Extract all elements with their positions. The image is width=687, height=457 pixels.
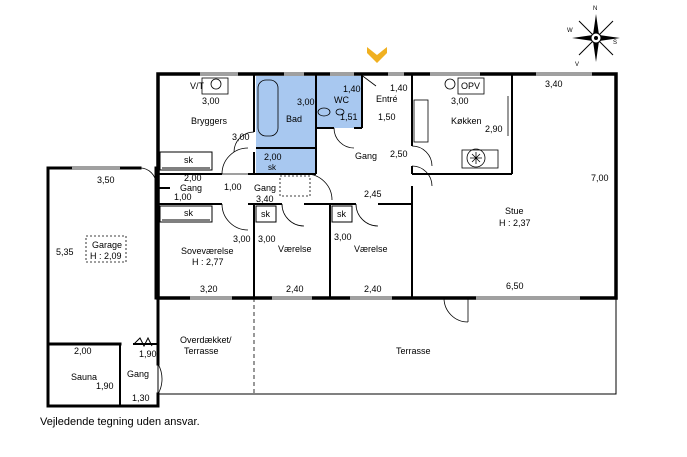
wardrobes bbox=[159, 151, 353, 223]
compass-n: N bbox=[593, 6, 597, 12]
bryggers-w: 3,00 bbox=[202, 96, 220, 106]
garage-w: 3,50 bbox=[97, 175, 115, 185]
stue-height: H : 2,37 bbox=[499, 218, 531, 228]
kokken-name: Køkken bbox=[451, 116, 482, 126]
wardrobe-bryggers: sk bbox=[184, 155, 194, 165]
wardrobe-v2: sk bbox=[337, 209, 347, 219]
sove-h: 3,00 bbox=[233, 234, 251, 244]
stue-w2: 6,50 bbox=[506, 281, 524, 291]
compass-w: W bbox=[567, 28, 573, 34]
wc-name: WC bbox=[334, 95, 349, 105]
terrasse-name: Terrasse bbox=[396, 346, 431, 356]
compass-v: V bbox=[575, 62, 579, 68]
entre-name: Entré bbox=[376, 94, 398, 104]
v2-name: Værelse bbox=[354, 244, 388, 254]
v1-h: 3,00 bbox=[258, 234, 276, 244]
sink-icon bbox=[210, 78, 222, 90]
overdaekket-name-1: Overdækket/ bbox=[180, 335, 232, 345]
gang-main-name: Gang bbox=[355, 151, 377, 161]
gang-sauna-w: 1,30 bbox=[132, 393, 150, 403]
wc-fill bbox=[316, 76, 362, 128]
gang-small-name: Gang bbox=[180, 183, 202, 193]
fixtures bbox=[85, 77, 509, 394]
gang-sauna-name: Gang bbox=[127, 369, 149, 379]
wc-sink-icon bbox=[335, 108, 345, 116]
overdaekket-name-2: Terrasse bbox=[184, 346, 219, 356]
entre-w: 1,40 bbox=[390, 83, 408, 93]
stove-icon bbox=[466, 148, 486, 168]
wardrobe-v1: sk bbox=[261, 209, 271, 219]
bryggers-h: 3,00 bbox=[232, 132, 250, 142]
sauna-h: 1,90 bbox=[96, 381, 114, 391]
v2-h: 3,00 bbox=[334, 232, 352, 242]
v1-w: 2,40 bbox=[286, 284, 304, 294]
kokken-opv: OPV bbox=[461, 81, 480, 91]
gang-main-h: 2,45 bbox=[364, 189, 382, 199]
gang-small-h: 1,00 bbox=[174, 192, 192, 202]
walls bbox=[46, 72, 618, 408]
compass-rose-icon: N S W V bbox=[567, 6, 620, 68]
wardrobe-sove: sk bbox=[184, 208, 194, 218]
sove-height: H : 2,77 bbox=[192, 257, 224, 267]
stue-h: 7,00 bbox=[591, 173, 609, 183]
disclaimer-text: Vejledende tegning uden ansvar. bbox=[40, 416, 200, 428]
entrance-marker-icon bbox=[367, 47, 387, 63]
kitchen-sink-icon bbox=[444, 78, 456, 90]
garage-name: Garage bbox=[92, 240, 122, 250]
garage-height: H : 2,09 bbox=[90, 251, 122, 261]
labels: V/T 3,00 Bryggers 3,00 sk 3,00 Bad 2,00 … bbox=[56, 79, 609, 403]
gang-small-w: 2,00 bbox=[184, 173, 202, 183]
bad-name: Bad bbox=[286, 114, 302, 124]
sauna-w: 2,00 bbox=[74, 346, 92, 356]
windows bbox=[72, 72, 592, 300]
v2-w: 2,40 bbox=[364, 284, 382, 294]
wc-w: 1,40 bbox=[343, 84, 361, 94]
gang-sauna-h: 1,90 bbox=[139, 349, 157, 359]
door-swings bbox=[139, 73, 469, 395]
v1-name: Værelse bbox=[278, 244, 312, 254]
wc-toilet-icon bbox=[317, 107, 331, 117]
sove-name: Soveværelse bbox=[181, 246, 234, 256]
sove-w: 3,20 bbox=[200, 284, 218, 294]
bryggers-name: Bryggers bbox=[191, 116, 228, 126]
compass-s: S bbox=[613, 40, 617, 46]
kokken-w: 3,00 bbox=[451, 96, 469, 106]
gang-main-w: 2,50 bbox=[390, 149, 408, 159]
fridge-icon bbox=[201, 77, 229, 95]
entre-h: 1,50 bbox=[378, 112, 396, 122]
sauna-name: Sauna bbox=[71, 372, 97, 382]
bad-h: 2,00 bbox=[264, 152, 282, 162]
garage-h: 5,35 bbox=[56, 247, 74, 257]
gang-mid-h: 1,00 bbox=[224, 182, 242, 192]
kokken-h: 2,90 bbox=[485, 124, 503, 134]
gang-mid-w: 3,40 bbox=[256, 194, 274, 204]
stue-name: Stue bbox=[505, 206, 524, 216]
stue-w1: 3,40 bbox=[545, 79, 563, 89]
wardrobe-bad: sk bbox=[268, 163, 277, 172]
bath-fill bbox=[256, 76, 316, 174]
gang-mid-name: Gang bbox=[254, 183, 276, 193]
bad-w: 3,00 bbox=[297, 97, 315, 107]
wc-h: 1,51 bbox=[340, 112, 358, 122]
bathtub-icon bbox=[257, 79, 279, 137]
interior-walls bbox=[158, 74, 513, 298]
bryggers-vt: V/T bbox=[190, 81, 205, 91]
